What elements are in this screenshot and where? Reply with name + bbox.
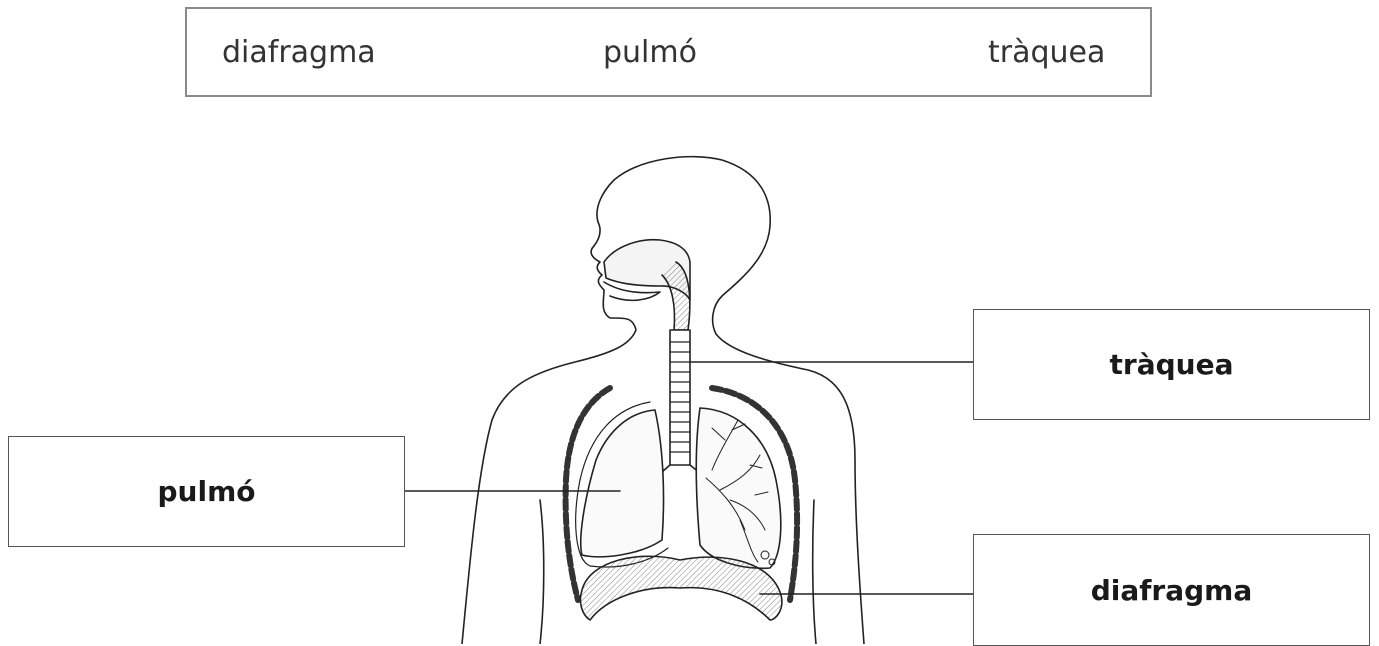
diaphragm-muscle: [580, 556, 781, 620]
label-box-pulmo[interactable]: pulmó: [8, 436, 405, 547]
lung-left: [581, 410, 664, 557]
label-box-traquea[interactable]: tràquea: [973, 309, 1370, 420]
right-arm-line: [813, 500, 816, 644]
label-pulmo: pulmó: [158, 475, 256, 508]
lung-right: [696, 408, 781, 568]
label-box-diafragma[interactable]: diafragma: [973, 534, 1370, 646]
left-arm-line: [540, 500, 544, 644]
label-diafragma: diafragma: [1091, 574, 1253, 607]
trachea-tube: [670, 330, 690, 465]
label-traquea: tràquea: [1110, 348, 1234, 381]
